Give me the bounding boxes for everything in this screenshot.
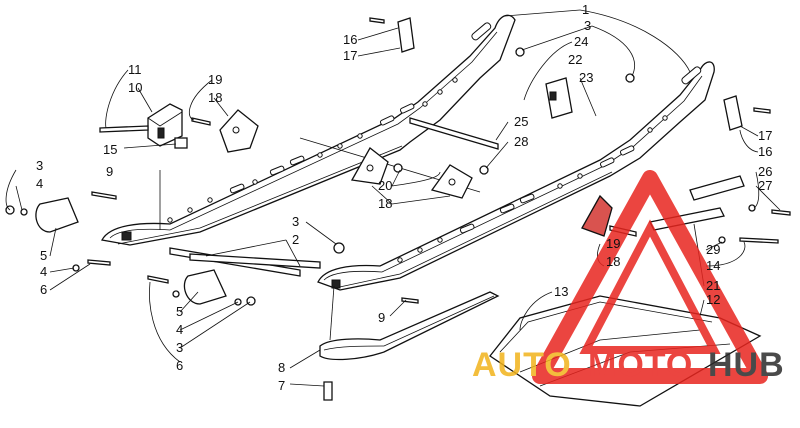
callout-4: 4	[36, 176, 43, 191]
callout-2: 2	[292, 232, 299, 247]
callout-18: 18	[606, 254, 620, 269]
watermark-text-auto: AUTO	[472, 346, 572, 384]
callout-10: 10	[128, 80, 142, 95]
callout-3: 3	[292, 214, 299, 229]
watermark-triangle	[532, 170, 768, 384]
callout-8: 8	[278, 360, 285, 375]
right-slide-rail	[317, 61, 715, 291]
callout-16: 16	[343, 32, 357, 47]
bolt-7	[323, 381, 333, 401]
callout-22: 22	[568, 52, 582, 67]
block-22	[545, 77, 573, 119]
bumper-5-right	[183, 269, 227, 305]
callout-1: 1	[582, 2, 589, 17]
callout-13: 13	[554, 284, 568, 299]
callout-3: 3	[176, 340, 183, 355]
cross-shafts	[159, 117, 499, 277]
callout-25: 25	[514, 114, 528, 129]
callout-9: 9	[106, 164, 113, 179]
callout-5: 5	[40, 248, 47, 263]
callout-17: 17	[758, 128, 772, 143]
callout-18: 18	[208, 90, 222, 105]
callout-19: 19	[208, 72, 222, 87]
callout-29: 29	[706, 242, 720, 257]
callout-28: 28	[514, 134, 528, 149]
bracket-16-right	[723, 95, 743, 131]
callout-21: 21	[706, 278, 720, 293]
watermark-text-hub: HUB	[708, 346, 785, 384]
callout-6: 6	[40, 282, 47, 297]
bracket-10	[147, 103, 183, 147]
callout-26: 26	[758, 164, 772, 179]
pin-11	[99, 125, 149, 133]
callout-19: 19	[606, 236, 620, 251]
callout-11: 11	[128, 62, 142, 77]
callout-15: 15	[103, 142, 117, 157]
left-slide-rail	[101, 14, 516, 246]
callout-9: 9	[378, 310, 385, 325]
plate-21	[689, 175, 745, 201]
callout-23: 23	[579, 70, 593, 85]
callout-7: 7	[278, 378, 285, 393]
callout-labels: 1 3 16 17 24 22 23 11 10 19 18 15 9 3 4 …	[36, 2, 772, 393]
watermark-logo: AUTO MOTO HUB	[472, 170, 785, 384]
bracket-19-rear	[581, 194, 613, 237]
callout-17: 17	[343, 48, 357, 63]
callout-20: 20	[378, 178, 392, 193]
watermark-text-moto: MOTO	[588, 346, 693, 384]
callout-24: 24	[574, 34, 588, 49]
bumper-5-left	[35, 197, 79, 233]
callout-3: 3	[584, 18, 591, 33]
callout-4: 4	[40, 264, 47, 279]
clip-15	[174, 137, 188, 149]
wear-strip-8	[319, 291, 500, 361]
leader-lines	[5, 9, 781, 387]
callout-6: 6	[176, 358, 183, 373]
callout-4: 4	[176, 322, 183, 337]
callout-18: 18	[378, 196, 392, 211]
callout-14: 14	[706, 258, 720, 273]
callout-3: 3	[36, 158, 43, 173]
callout-12: 12	[706, 292, 720, 307]
callout-16: 16	[758, 144, 772, 159]
callout-27: 27	[758, 178, 772, 193]
callout-5: 5	[176, 304, 183, 319]
bracket-16-top	[397, 17, 415, 53]
